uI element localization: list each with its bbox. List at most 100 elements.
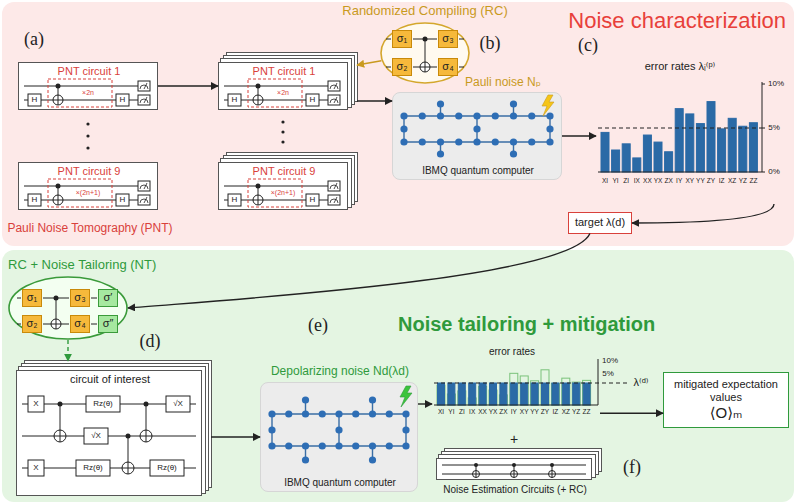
node-text: σ₃	[74, 291, 85, 304]
control-dot	[550, 463, 554, 467]
label-text: XI	[602, 177, 608, 185]
wire	[386, 67, 391, 68]
result-box: mitigated expectation values⟨O⟩ₘ	[663, 372, 789, 428]
gate-box	[28, 194, 41, 206]
original-error-bar	[583, 380, 591, 405]
label-slot: Pauli Noise Tomography (PNT)	[7, 221, 172, 235]
control-dot	[144, 402, 149, 407]
qubit-node	[510, 112, 517, 119]
target-symbol	[53, 195, 63, 205]
qubit-node	[285, 410, 292, 417]
section-panel: Noise tailoring + mitigationRC + Noise T…	[2, 250, 794, 502]
label-slot: ZI	[623, 177, 629, 185]
node-text: error rates λᵢ⁽ᵖ⁾	[596, 60, 764, 73]
label-text: Rz(θ)	[83, 463, 103, 473]
meter-symbol	[334, 183, 337, 189]
panel-letter: (e)	[308, 315, 328, 337]
qubit-node	[369, 396, 376, 403]
label-text: 10%	[602, 356, 618, 366]
label-slot: IX	[469, 408, 475, 416]
label-text: Rz(θ)	[157, 463, 177, 473]
tailored-error-bar	[552, 383, 559, 405]
ellipsis-dot	[86, 134, 89, 137]
tailored-error-bar	[510, 383, 517, 405]
text-slot: Noise tailoring + mitigation	[398, 312, 788, 336]
tailored-error-bar	[490, 383, 497, 405]
original-error-bar	[531, 381, 539, 405]
label-text: IY	[511, 408, 517, 416]
tailored-error-bar	[542, 383, 549, 405]
label-text: ZY	[707, 177, 715, 185]
label-slot: ZY	[541, 408, 549, 416]
label-slot: XX	[478, 408, 487, 416]
qubit-node	[335, 410, 342, 417]
text-slot: circuit of interest	[17, 373, 203, 386]
label-slot: (a)	[24, 29, 44, 51]
node-text: σ′	[104, 291, 113, 304]
target-symbol	[258, 95, 259, 105]
text-slot: PNT circuit 1	[19, 65, 159, 78]
error-bar	[612, 150, 620, 172]
label-slot: X	[33, 463, 38, 473]
lightning-symbol	[542, 95, 554, 116]
label-text: XI	[438, 408, 444, 416]
label-slot: H	[32, 195, 38, 205]
node-text: PNT circuit 1	[19, 65, 159, 78]
wire	[24, 86, 138, 87]
qubit-node	[402, 442, 409, 449]
qubit-node	[369, 456, 376, 463]
label-slot: H	[310, 195, 316, 205]
label-text: IZ	[553, 408, 559, 416]
node-text: Noise Estimation Circuits (+ RC)	[427, 484, 603, 496]
ellipse-shape	[9, 277, 127, 339]
label-slot: YZ	[572, 408, 580, 416]
qubit-node	[546, 138, 553, 145]
label-text: H	[310, 95, 316, 105]
circuit-stack: circuit of interest	[16, 370, 202, 496]
pauli-gate: σ₄	[438, 58, 458, 76]
wire	[24, 186, 138, 187]
label-slot: IX	[634, 177, 640, 185]
label-text: IX	[469, 408, 475, 416]
error-bar	[665, 152, 673, 172]
control-dot	[256, 84, 261, 89]
chart-axis	[598, 172, 762, 173]
label-text: XX	[643, 177, 652, 185]
label-slot: (e)	[308, 315, 328, 337]
label-slot: λ⁽ᵈ⁾	[633, 376, 648, 389]
label-text: H	[232, 195, 238, 205]
pauli-gate: σ₃	[70, 289, 90, 307]
pauli-gate: σ₂	[392, 58, 412, 76]
target-symbol	[128, 462, 129, 474]
label-slot: IZ	[719, 177, 725, 185]
qubit-node	[302, 396, 309, 403]
label-slot: Rz(θ)	[83, 463, 103, 473]
panel-letter: (b)	[480, 33, 501, 55]
target-symbol	[258, 195, 259, 205]
label-text: λ⁽ᵈ⁾	[633, 376, 648, 389]
label-slot: IY	[676, 177, 682, 185]
meter-symbol	[144, 83, 147, 89]
label-slot: YX	[489, 408, 498, 416]
qubit-node	[492, 138, 499, 145]
ellipse-shape	[381, 23, 469, 83]
wire	[91, 298, 97, 299]
label-slot: ×(2n+1)	[76, 189, 101, 197]
meter-symbol	[328, 95, 340, 105]
text-slot: IBMQ quantum computer	[261, 477, 419, 489]
qubit-node	[302, 410, 309, 417]
qubit-node	[352, 410, 359, 417]
node-text: PNT circuit 9	[19, 165, 159, 178]
target-symbol	[146, 430, 147, 442]
qubit-node	[302, 442, 309, 449]
label-text: X	[33, 399, 38, 409]
text-slot: IBMQ quantum computer	[393, 165, 563, 177]
wire	[17, 324, 21, 325]
connector-arrow	[158, 85, 218, 86]
ellipsis-dot	[281, 120, 284, 123]
target-symbol	[51, 319, 61, 329]
tailored-error-bar	[479, 383, 486, 405]
target-symbol	[425, 62, 426, 72]
label-slot: XX	[643, 177, 652, 185]
